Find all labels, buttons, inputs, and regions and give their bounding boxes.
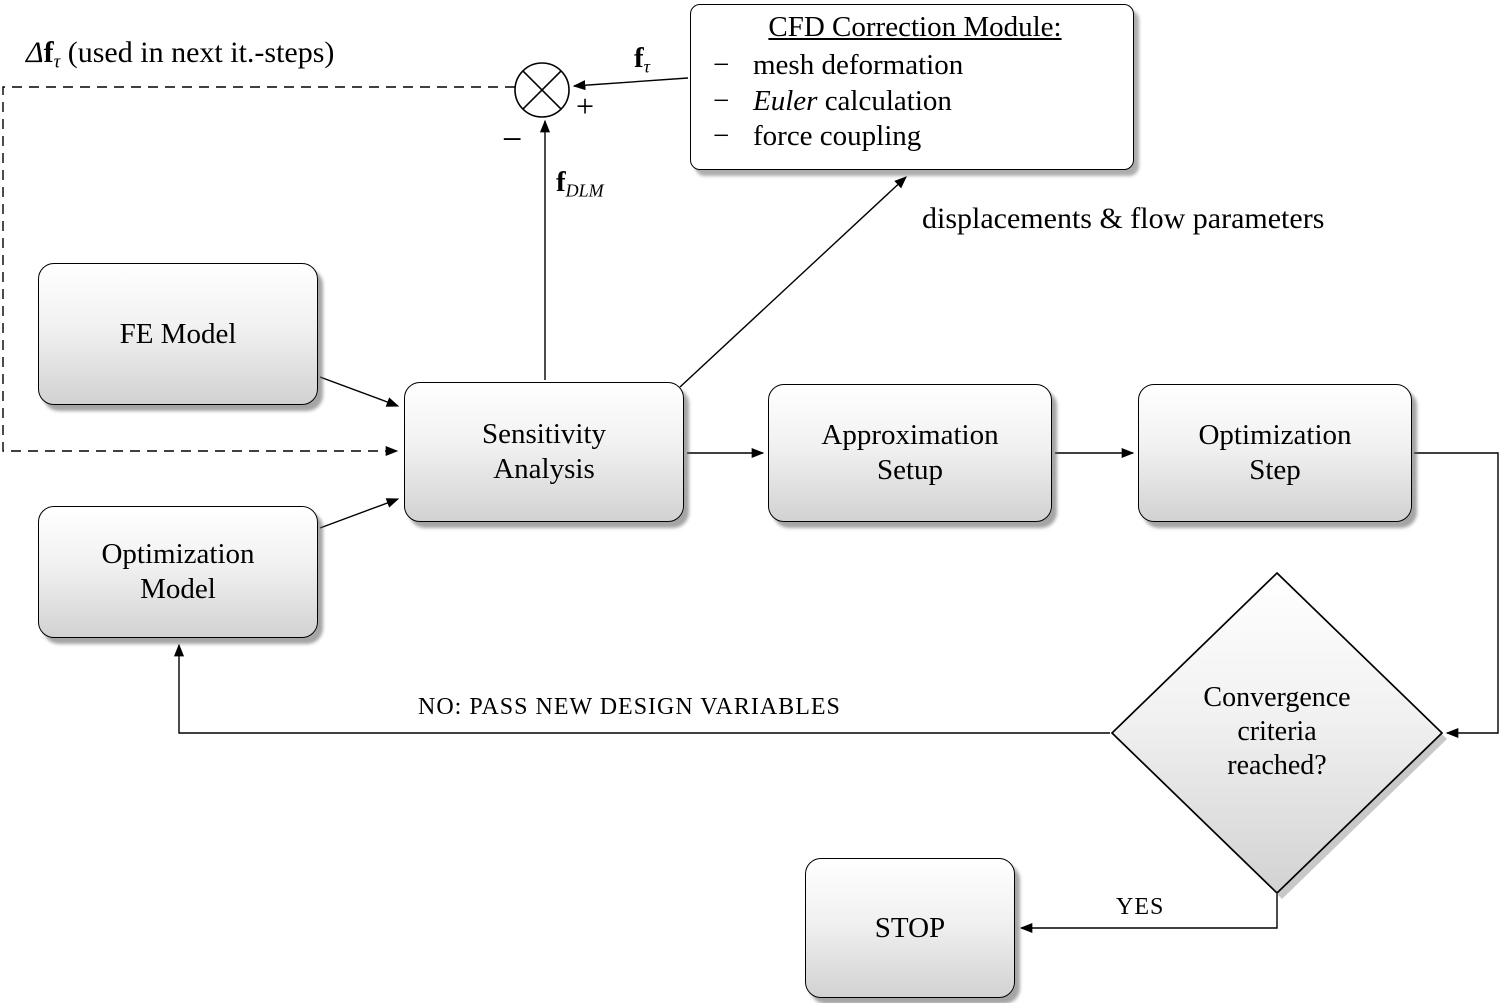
sensitivity-analysis-label: Sensitivity Analysis — [482, 417, 606, 487]
fe-model-box: FE Model — [38, 263, 318, 405]
dashed-delta-f-feedback-line — [2, 86, 515, 457]
node-label-line: Step — [1249, 454, 1301, 486]
arrow-fe-to-sensitivity — [319, 376, 400, 407]
cfd-item-text: mesh deformation — [753, 49, 964, 82]
f-symbol: f — [43, 36, 54, 69]
summation-junction-icon — [514, 62, 570, 118]
arrow-f-tau — [572, 77, 689, 91]
tau-subscript: τ — [53, 51, 61, 73]
node-label-line: FE Model — [119, 317, 237, 350]
cfd-item-text: calculation — [817, 84, 952, 117]
arrow-yes-branch — [1019, 894, 1278, 934]
bullet-dash: − — [713, 49, 730, 82]
node-label-line: STOP — [874, 911, 946, 944]
optimization-model-label: Optimization Model — [101, 537, 254, 607]
arrow-optstep-to-convergence — [1414, 452, 1499, 739]
cfd-item-text: force coupling — [753, 120, 922, 153]
convergence-diamond — [1110, 571, 1444, 895]
arrow-no-branch — [173, 643, 1110, 734]
bullet-dash: − — [713, 120, 730, 153]
f-dlm-label: fDLM — [556, 166, 604, 201]
approximation-setup-box: Approximation Setup — [768, 384, 1052, 522]
fe-model-label: FE Model — [120, 317, 237, 352]
node-label-line: Analysis — [493, 453, 595, 485]
convergence-decision-label: Convergence criteria reached? — [1167, 681, 1387, 783]
node-label-line: Approximation — [821, 419, 999, 452]
f-tau-label: fτ — [634, 42, 650, 77]
node-label-line: Sensitivity — [481, 418, 607, 451]
delta-f-caption: (used in next it.-steps) — [60, 36, 335, 69]
node-label-line: criteria — [1237, 716, 1317, 748]
cfd-item-emph: Euler — [753, 84, 818, 117]
optimization-step-box: Optimization Step — [1138, 384, 1412, 522]
cfd-module-title: CFD Correction Module: — [768, 11, 1062, 43]
delta-symbol: Δ — [26, 36, 44, 69]
optimization-model-box: Optimization Model — [38, 506, 318, 638]
node-label-line: Setup — [876, 454, 944, 486]
dlm-subscript: DLM — [565, 180, 604, 201]
node-label-line: Model — [140, 573, 216, 605]
node-label-line: Optimization — [101, 538, 255, 571]
delta-f-tau-label: Δfτ (used in next it.-steps) — [26, 36, 334, 74]
bullet-dash: − — [713, 84, 730, 117]
cfd-item-mesh-deformation: −mesh deformation — [713, 48, 1117, 83]
no-branch-label: NO: PASS NEW DESIGN VARIABLES — [418, 694, 841, 720]
arrow-optmodel-to-sensitivity — [319, 498, 400, 529]
sensitivity-analysis-box: Sensitivity Analysis — [404, 382, 684, 522]
plus-sign-label: + — [576, 88, 595, 124]
cfd-item-euler-calculation: −Euler calculation — [713, 84, 1117, 119]
cfd-correction-module-box: CFD Correction Module: −mesh deformation… — [690, 4, 1134, 170]
displacements-flow-parameters-label: displacements & flow parameters — [922, 202, 1325, 235]
node-label-line: Optimization — [1198, 419, 1352, 452]
approximation-setup-label: Approximation Setup — [821, 418, 998, 488]
minus-sign-label: − — [502, 119, 523, 159]
stop-box: STOP — [805, 858, 1015, 998]
cfd-item-force-coupling: −force coupling — [713, 119, 1117, 154]
tau-subscript: τ — [643, 56, 651, 77]
optimization-step-label: Optimization Step — [1198, 418, 1351, 488]
node-label-line: Convergence — [1203, 682, 1351, 713]
stop-label: STOP — [875, 911, 945, 946]
yes-branch-label: YES — [1116, 894, 1165, 920]
node-label-line: reached? — [1227, 750, 1327, 782]
arrow-displacements — [679, 176, 907, 388]
f-symbol: f — [634, 42, 644, 74]
f-symbol: f — [556, 166, 566, 198]
